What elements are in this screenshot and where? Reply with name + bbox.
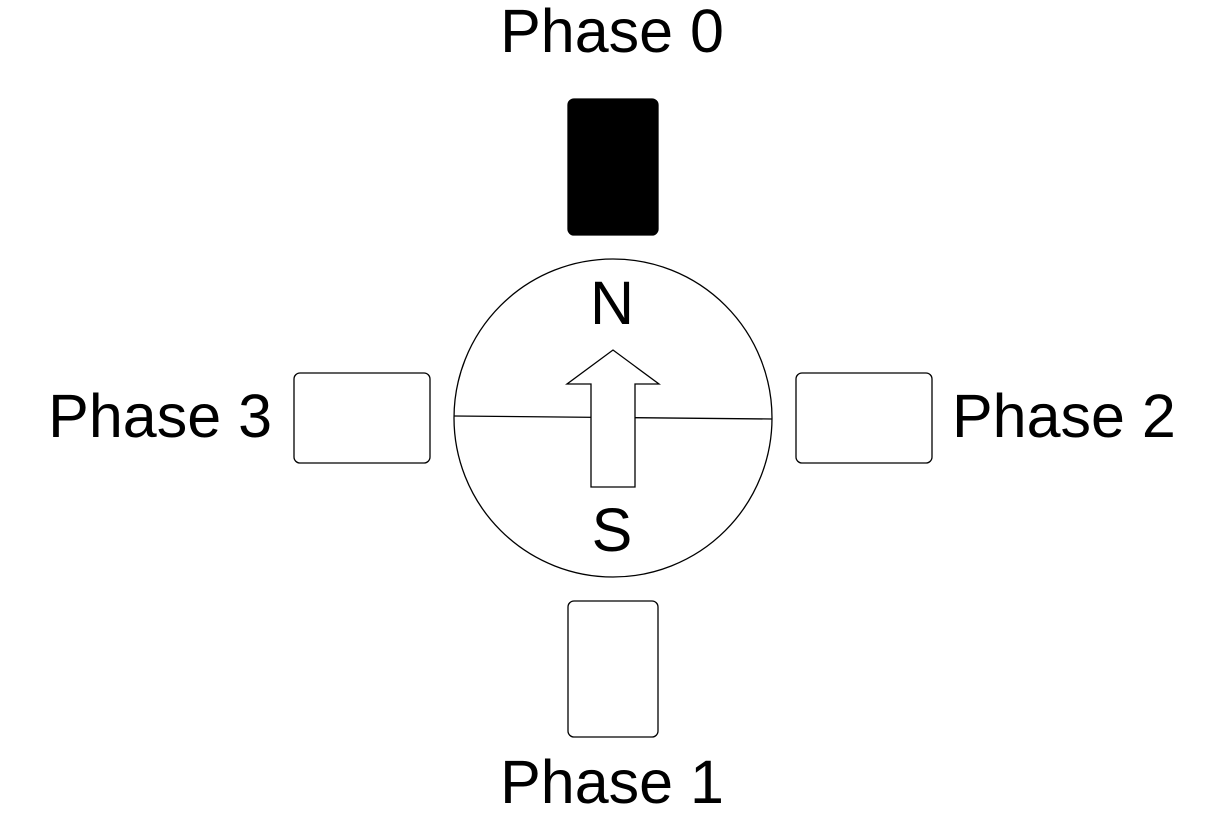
south-pole-label: S [592,496,633,564]
phase-1-label: Phase 1 [500,748,724,814]
rotor: N S [453,258,773,578]
phase-3-label: Phase 3 [48,382,272,450]
phase-1-coil [567,600,659,738]
phase-0-coil [567,98,659,236]
rotor-direction-arrow [565,349,661,488]
phase-3-coil [293,372,431,464]
north-pole-label: N [590,269,634,337]
phase-0-label: Phase 0 [500,0,724,65]
phase-2-coil [795,372,933,464]
phase-2-label: Phase 2 [952,382,1176,450]
